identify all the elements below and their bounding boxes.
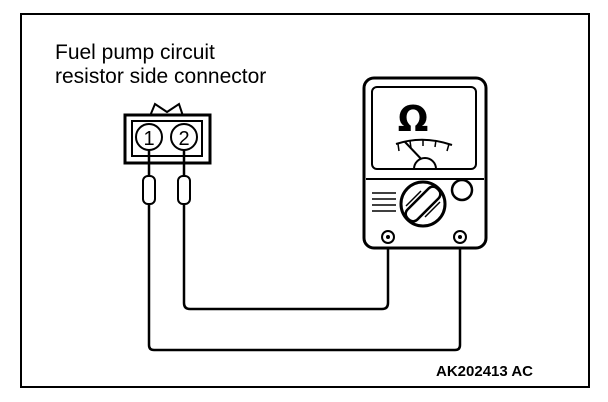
scale-tick bbox=[397, 143, 400, 152]
probe-lead-1 bbox=[147, 150, 462, 352]
connector: 1 2 bbox=[123, 102, 212, 165]
scale-tick bbox=[434, 139, 437, 148]
selector-knob bbox=[399, 180, 447, 228]
probe-tip-2 bbox=[177, 175, 191, 205]
scale-tick bbox=[446, 143, 450, 152]
connector-title-line-2: resistor side connector bbox=[55, 65, 267, 88]
connector-title-line-1: Fuel pump circuit bbox=[55, 41, 215, 64]
test-jack-2-center bbox=[458, 235, 462, 239]
ohmmeter-icon: Ω bbox=[362, 76, 488, 250]
terminal-1-label: 1 bbox=[143, 128, 154, 150]
zero-adjust-knob bbox=[450, 178, 474, 202]
connector-lock-tab bbox=[149, 102, 184, 117]
terminal-2-label: 2 bbox=[178, 128, 189, 150]
diagram-frame bbox=[20, 13, 590, 388]
test-jack-1-center bbox=[386, 235, 390, 239]
probe-tip-1 bbox=[142, 175, 156, 205]
figure-code: AK202413 AC bbox=[436, 363, 533, 380]
ohm-symbol: Ω bbox=[398, 99, 429, 140]
needle-pivot bbox=[412, 157, 438, 170]
probe-lead-2 bbox=[182, 150, 390, 311]
